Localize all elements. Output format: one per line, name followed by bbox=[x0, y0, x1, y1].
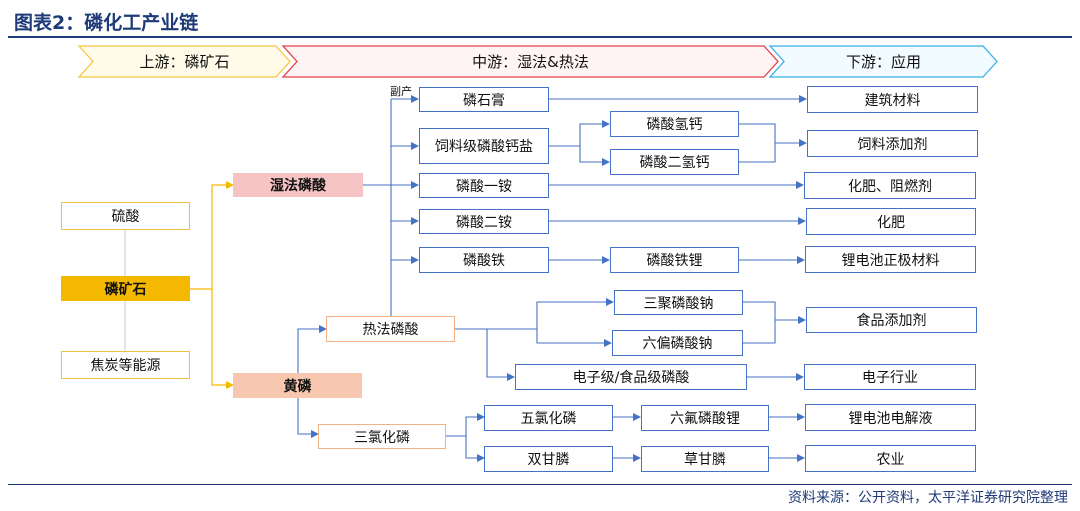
node-electronics-industry: 电子行业 bbox=[804, 364, 976, 390]
node-feed-additive: 饲料添加剂 bbox=[807, 130, 978, 157]
byproduct-note: 副产 bbox=[390, 85, 412, 98]
node-phosphogypsum: 磷石膏 bbox=[419, 87, 549, 112]
node-wet-phosphoric-acid: 湿法磷酸 bbox=[233, 173, 363, 197]
midstream-label: 中游：湿法&热法 bbox=[472, 53, 589, 71]
node-thermal-phosphoric-acid: 热法磷酸 bbox=[326, 316, 455, 342]
page-title: 图表2：磷化工产业链 bbox=[14, 12, 199, 34]
node-feed-grade-calcium-phosphate: 饲料级磷酸钙盐 bbox=[419, 128, 549, 164]
node-lfp: 磷酸铁锂 bbox=[610, 247, 739, 273]
node-lipf6: 六氟磷酸锂 bbox=[641, 405, 769, 431]
node-electrolyte: 锂电池电解液 bbox=[805, 404, 976, 431]
upstream-label: 上游：磷矿石 bbox=[139, 53, 230, 71]
node-phosphorus-pentachloride: 五氯化磷 bbox=[484, 405, 613, 431]
node-shmp: 六偏磷酸钠 bbox=[612, 330, 743, 356]
downstream-label: 下游：应用 bbox=[845, 53, 921, 71]
upstream-chevron bbox=[77, 45, 291, 78]
node-fertilizer: 化肥 bbox=[806, 208, 976, 235]
midstream-chevron bbox=[281, 45, 779, 78]
node-electronic-food-grade-acid: 电子级/食品级磷酸 bbox=[515, 364, 747, 390]
node-iron-phosphate: 磷酸铁 bbox=[419, 247, 549, 273]
node-dap: 磷酸二铵 bbox=[419, 209, 549, 234]
node-map: 磷酸一铵 bbox=[419, 173, 549, 198]
node-cathode-material: 锂电池正极材料 bbox=[805, 246, 976, 273]
node-glyphosate: 双甘膦 bbox=[484, 446, 613, 472]
node-phosphate-rock: 磷矿石 bbox=[61, 276, 190, 301]
downstream-chevron bbox=[768, 45, 998, 78]
node-monocalcium-phosphate: 磷酸二氢钙 bbox=[610, 149, 739, 175]
node-glyphosate-product: 草甘膦 bbox=[641, 446, 769, 472]
node-dicalcium-phosphate: 磷酸氢钙 bbox=[610, 111, 739, 137]
node-coke-energy: 焦炭等能源 bbox=[61, 351, 190, 379]
node-building-materials: 建筑材料 bbox=[807, 86, 978, 113]
node-fertilizer-flame-retardant: 化肥、阻燃剂 bbox=[804, 172, 976, 199]
title-divider bbox=[8, 36, 1072, 38]
node-sulfuric-acid: 硫酸 bbox=[61, 202, 190, 230]
footer-divider bbox=[8, 484, 1072, 485]
node-food-additive: 食品添加剂 bbox=[806, 307, 977, 333]
node-phosphorus-trichloride: 三氯化磷 bbox=[318, 424, 446, 449]
node-yellow-phosphorus: 黄磷 bbox=[233, 373, 362, 398]
node-agriculture: 农业 bbox=[805, 445, 976, 472]
node-stpp: 三聚磷酸钠 bbox=[614, 290, 743, 315]
source-note: 资料来源：公开资料，太平洋证券研究院整理 bbox=[788, 490, 1068, 506]
